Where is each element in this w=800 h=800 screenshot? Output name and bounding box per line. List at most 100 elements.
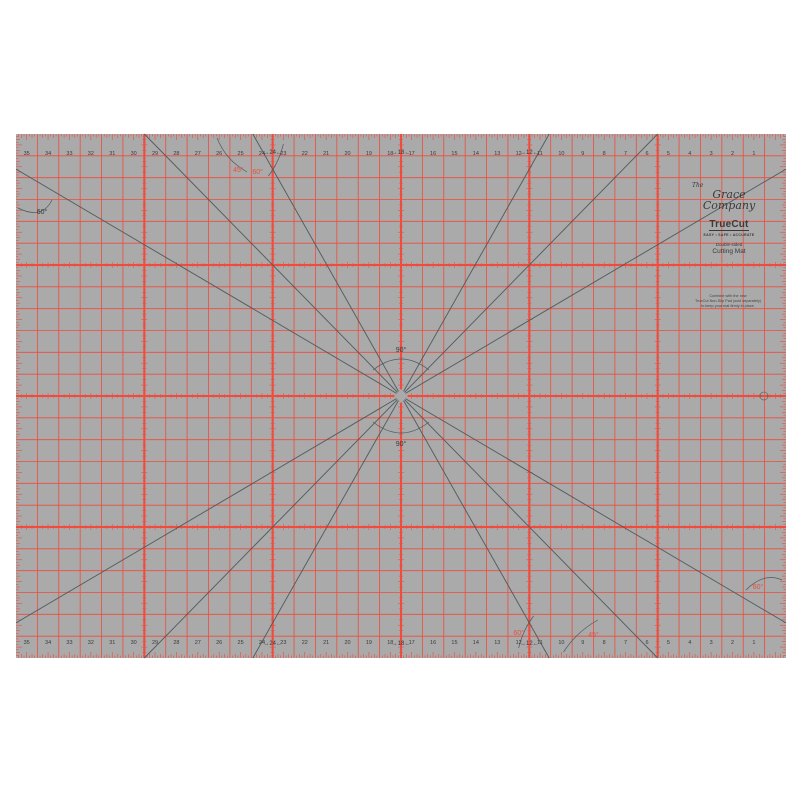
ruler-label-bottom: 27 bbox=[195, 640, 201, 646]
arc-60-right bbox=[745, 577, 783, 591]
ruler-label-bottom: 15 bbox=[451, 640, 457, 646]
ruler-label-top: 19 bbox=[366, 151, 372, 157]
ruler-label-bottom: 22 bbox=[302, 640, 308, 646]
ruler-label-bottom: 9 bbox=[581, 640, 584, 646]
ruler-label-bottom: 5 bbox=[667, 640, 670, 646]
ruler-label-top: 14 bbox=[473, 151, 479, 157]
ruler-label-top: 23 bbox=[280, 151, 286, 157]
angle-label-60-right: 60° bbox=[753, 583, 764, 591]
ruler-label-bottom: 10 bbox=[558, 640, 564, 646]
angle-label-45-bottom: 45° bbox=[588, 631, 599, 639]
ruler-label-top: 13 bbox=[494, 151, 500, 157]
center-mark-label: →18← bbox=[392, 150, 411, 156]
ruler-label-top: 11 bbox=[537, 151, 543, 157]
ruler-label-top: 30 bbox=[131, 151, 137, 157]
ruler-label-bottom: 12 bbox=[516, 640, 522, 646]
ruler-label-bottom: 17 bbox=[409, 640, 415, 646]
ruler-label-bottom: 26 bbox=[216, 640, 222, 646]
ruler-label-bottom: 32 bbox=[88, 640, 94, 646]
ruler-label-bottom: 3 bbox=[710, 640, 713, 646]
ruler-label-top: 26 bbox=[216, 151, 222, 157]
ruler-label-bottom: 23 bbox=[280, 640, 286, 646]
arc-90-top bbox=[372, 358, 430, 371]
arc-45-bottom bbox=[563, 619, 598, 653]
ruler-label-bottom: 4 bbox=[688, 640, 691, 646]
center-diamond bbox=[393, 388, 409, 404]
ruler-label-bottom: 16 bbox=[430, 640, 436, 646]
ruler-label-top: 33 bbox=[66, 151, 72, 157]
ruler-label-top: 34 bbox=[45, 151, 51, 157]
angle-label-60-bottom: 60° bbox=[513, 629, 524, 637]
angle-lines bbox=[15, 133, 787, 659]
note-line-3: to keep your mat firmly in place. bbox=[701, 304, 755, 308]
ruler-label-bottom: 25 bbox=[238, 640, 244, 646]
center-mark-label: →12← bbox=[520, 150, 539, 156]
ruler-label-bottom: 2 bbox=[731, 640, 734, 646]
ruler-label-top: 20 bbox=[344, 151, 350, 157]
ruler-label-top: 8 bbox=[603, 151, 606, 157]
ruler-label-top: 21 bbox=[323, 151, 329, 157]
center-marks: →24←→18←→12←→24←→18←→12← bbox=[263, 150, 538, 647]
angle-labels: 60°45°60°90°90°60°60°45° bbox=[37, 166, 769, 639]
ruler-label-top: 22 bbox=[302, 151, 308, 157]
ruler-label-top: 17 bbox=[409, 151, 415, 157]
ruler-label-top: 16 bbox=[430, 151, 436, 157]
brand-logo: The Grace Company TrueCut EASY • SAFE • … bbox=[692, 182, 766, 255]
ruler-label-bottom: 7 bbox=[624, 640, 627, 646]
ruler-label-bottom: 34 bbox=[45, 640, 51, 646]
angle-label-45-top: 45° bbox=[233, 166, 244, 174]
ruler-label-bottom: 21 bbox=[323, 640, 329, 646]
ruler-label-top: 28 bbox=[173, 151, 179, 157]
ruler-label-top: 3 bbox=[710, 151, 713, 157]
ruler-label-top: 10 bbox=[558, 151, 564, 157]
center-mark-label: →18← bbox=[392, 641, 411, 647]
ruler-label-bottom: 13 bbox=[494, 640, 500, 646]
angle-label-90-bottom: 90° bbox=[396, 440, 407, 448]
hang-hole-mark bbox=[759, 391, 769, 401]
ruler-label-top: 27 bbox=[195, 151, 201, 157]
brand-company-line1: Grace bbox=[712, 188, 746, 201]
ruler-label-top: 24 bbox=[259, 151, 265, 157]
ruler-label-bottom: 24 bbox=[259, 640, 265, 646]
brand-mat-name: Cutting Mat bbox=[712, 248, 746, 255]
ruler-label-top: 12 bbox=[516, 151, 522, 157]
note-line-1: Combine with the new bbox=[709, 294, 747, 298]
ruler-label-bottom: 6 bbox=[645, 640, 648, 646]
ruler-label-bottom: 20 bbox=[344, 640, 350, 646]
center-mark-label: →12← bbox=[520, 641, 539, 647]
ruler-label-top: 7 bbox=[624, 151, 627, 157]
ruler-label-top: 31 bbox=[109, 151, 115, 157]
note-line-2: TrueCut Non-Slip Pad (sold separately) bbox=[694, 299, 762, 303]
non-slip-note: Combine with the new TrueCut Non-Slip Pa… bbox=[693, 294, 763, 309]
ruler-label-bottom: 31 bbox=[109, 640, 115, 646]
brand-the: The bbox=[692, 182, 704, 189]
ruler-label-top: 2 bbox=[731, 151, 734, 157]
arc-60-bottom bbox=[518, 615, 534, 649]
arc-60-top bbox=[268, 143, 284, 177]
ruler-label-bottom: 19 bbox=[366, 640, 372, 646]
angle-label-60-left: 60° bbox=[37, 208, 48, 216]
brand-tagline: EASY • SAFE • ACCURATE bbox=[703, 233, 755, 237]
brand-product: TrueCut bbox=[709, 219, 749, 231]
ruler-label-top: 5 bbox=[667, 151, 670, 157]
angle-arcs bbox=[17, 137, 783, 653]
ruler-label-bottom: 30 bbox=[131, 640, 137, 646]
ruler-label-bottom: 18 bbox=[387, 640, 393, 646]
ruler-label-top: 29 bbox=[152, 151, 158, 157]
angle-label-90-top: 90° bbox=[396, 346, 407, 354]
arc-45-top bbox=[216, 137, 248, 173]
ruler-label-bottom: 8 bbox=[603, 640, 606, 646]
ruler-label-top: 32 bbox=[88, 151, 94, 157]
ruler-label-top: 25 bbox=[238, 151, 244, 157]
brand-subtitle: Double-sided bbox=[715, 242, 743, 247]
ruler-label-bottom: 35 bbox=[24, 640, 30, 646]
ruler-label-bottom: 29 bbox=[152, 640, 158, 646]
ruler-label-bottom: 1 bbox=[752, 640, 755, 646]
ruler-label-bottom: 14 bbox=[473, 640, 479, 646]
ruler-label-bottom: 33 bbox=[66, 640, 72, 646]
ruler-label-top: 9 bbox=[581, 151, 584, 157]
center-mark-label: →24← bbox=[263, 641, 282, 647]
